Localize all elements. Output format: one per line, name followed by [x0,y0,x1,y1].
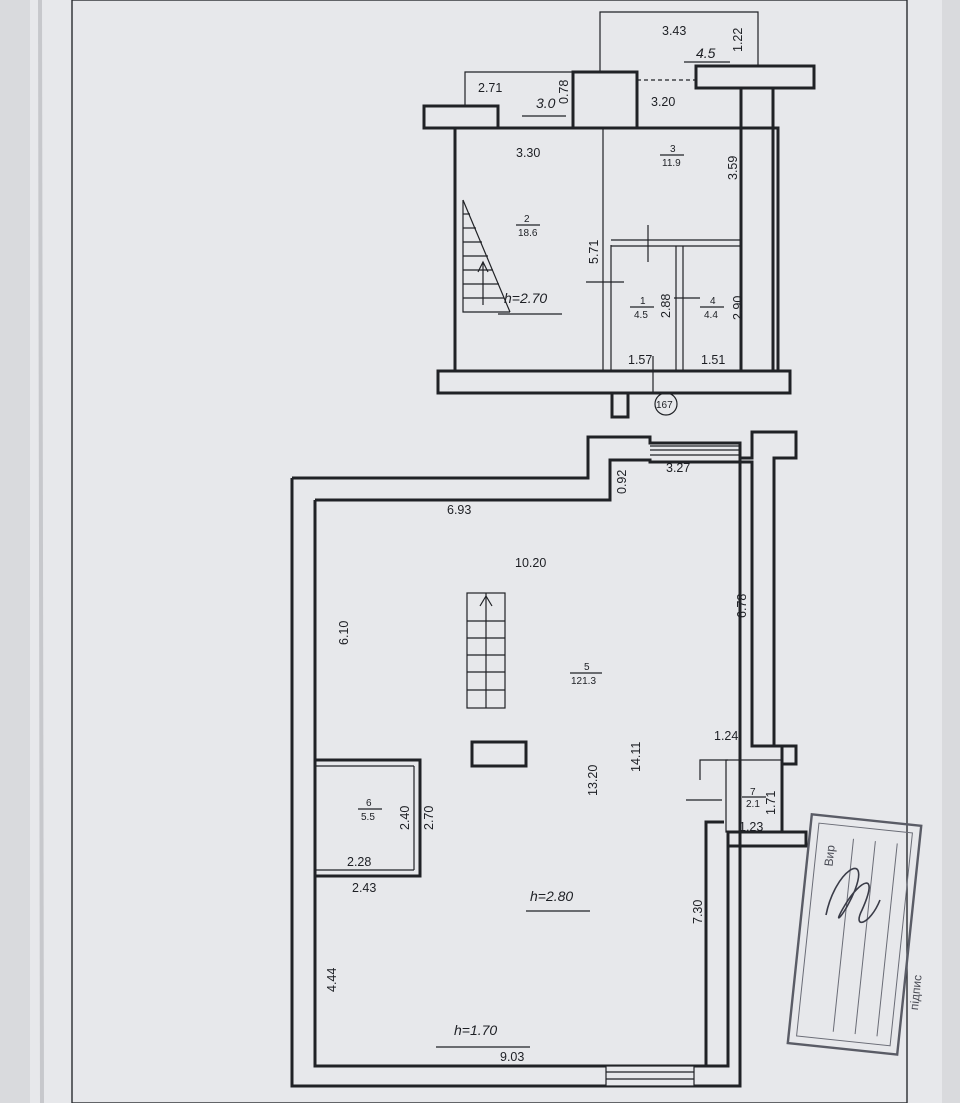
dim-1-51: 1.51 [701,353,725,367]
svg-text:4.4: 4.4 [704,310,718,321]
dim-2-28: 2.28 [347,855,371,869]
dim-13-20: 13.20 [586,765,600,796]
room-label-4: 4 4.4 [700,296,724,321]
dim-3-43: 3.43 [662,24,686,38]
dim-1-57: 1.57 [628,353,652,367]
upper-staircase [462,199,511,313]
page-border [71,0,908,1103]
dim-14-11: 14.11 [629,742,643,772]
dim-9-03: 9.03 [500,1050,524,1064]
dim-6-10: 6.10 [337,621,351,645]
upper-right-wall [739,86,775,373]
dim-1-22: 1.22 [731,28,745,52]
dim-0-92: 0.92 [615,470,629,494]
stamp-text: Вир [822,844,838,867]
svg-text:2.1: 2.1 [746,799,760,810]
room-7-outline [725,759,783,833]
dim-0-78: 0.78 [557,80,571,104]
dim-6-93: 6.93 [447,503,471,517]
svg-text:3: 3 [670,144,676,155]
svg-text:7: 7 [750,787,756,798]
room-label-2: 2 18.6 [516,214,540,239]
svg-text:5: 5 [584,662,590,673]
room-label-3: 3 11.9 [660,144,684,169]
dim-1-23: 1.23 [739,820,763,834]
balcony-left-area: 3.0 [536,95,556,111]
dim-4-44: 4.44 [325,968,339,992]
dim-2-43: 2.43 [352,881,376,895]
lower-outer-wall [290,435,742,1088]
upper-floor-plan: 3.43 1.22 4.5 2.71 3.0 0.78 3.20 3.30 3.… [422,11,816,419]
dim-10-20: 10.20 [515,556,546,570]
svg-text:4.5: 4.5 [634,310,648,321]
lower-floor-plan: 0.92 3.27 6.93 10.20 6.10 6.78 1.24 13.2… [290,430,808,1088]
svg-text:1: 1 [640,296,646,307]
dim-2-71: 2.71 [478,81,502,95]
dim-2-90: 2.90 [731,296,745,320]
dim-5-71: 5.71 [587,240,601,264]
section-marker [654,392,678,416]
room-6-outline [315,758,422,878]
dim-3-30: 3.30 [516,146,540,160]
lower-inner-wall [313,458,784,1068]
balcony-left-railing [464,71,573,106]
dim-3-20: 3.20 [651,95,675,109]
lower-column [470,740,528,768]
stamp-signature-label: підпис [907,974,925,1011]
dim-7-30: 7.30 [691,900,705,924]
dim-3-59: 3.59 [726,156,740,180]
balcony-right-area: 4.5 [696,45,716,61]
svg-text:18.6: 18.6 [518,228,538,239]
page-fold [38,0,44,1103]
dim-2-40: 2.40 [398,806,412,830]
handwritten-signature [825,867,881,924]
lower-right-column [728,430,808,848]
balcony-right-railing [599,11,759,72]
official-stamp: Вир підпис [786,813,925,1056]
dim-2-88: 2.88 [659,294,673,318]
svg-text:11.9: 11.9 [662,158,681,169]
dim-6-78: 6.78 [735,594,749,618]
dim-1-71: 1.71 [764,791,778,815]
room-label-7: 7 2.1 [742,787,766,810]
upper-floor-height: h=2.70 [504,290,547,306]
dim-1-24: 1.24 [714,729,738,743]
upper-bottom-step [610,391,630,419]
room-label-1: 1 4.5 [630,296,654,321]
room-label-6: 6 5.5 [358,798,382,823]
svg-text:4: 4 [710,296,716,307]
lower-floor-height-low: h=1.70 [454,1022,497,1038]
dim-2-70: 2.70 [422,806,436,830]
upper-wall-pillar-left [422,104,500,130]
dim-3-27: 3.27 [666,461,690,475]
svg-text:2: 2 [524,214,530,225]
svg-text:6: 6 [366,798,372,809]
section-marker-label: 167 [656,400,673,411]
upper-wall-pillar-center [571,70,639,130]
paper-sheet [30,0,942,1103]
lower-floor-height-main: h=2.80 [530,888,573,904]
svg-text:121.3: 121.3 [571,676,596,687]
room-label-5: 5 121.3 [570,662,602,687]
lower-staircase [466,592,506,709]
svg-text:5.5: 5.5 [361,812,375,823]
